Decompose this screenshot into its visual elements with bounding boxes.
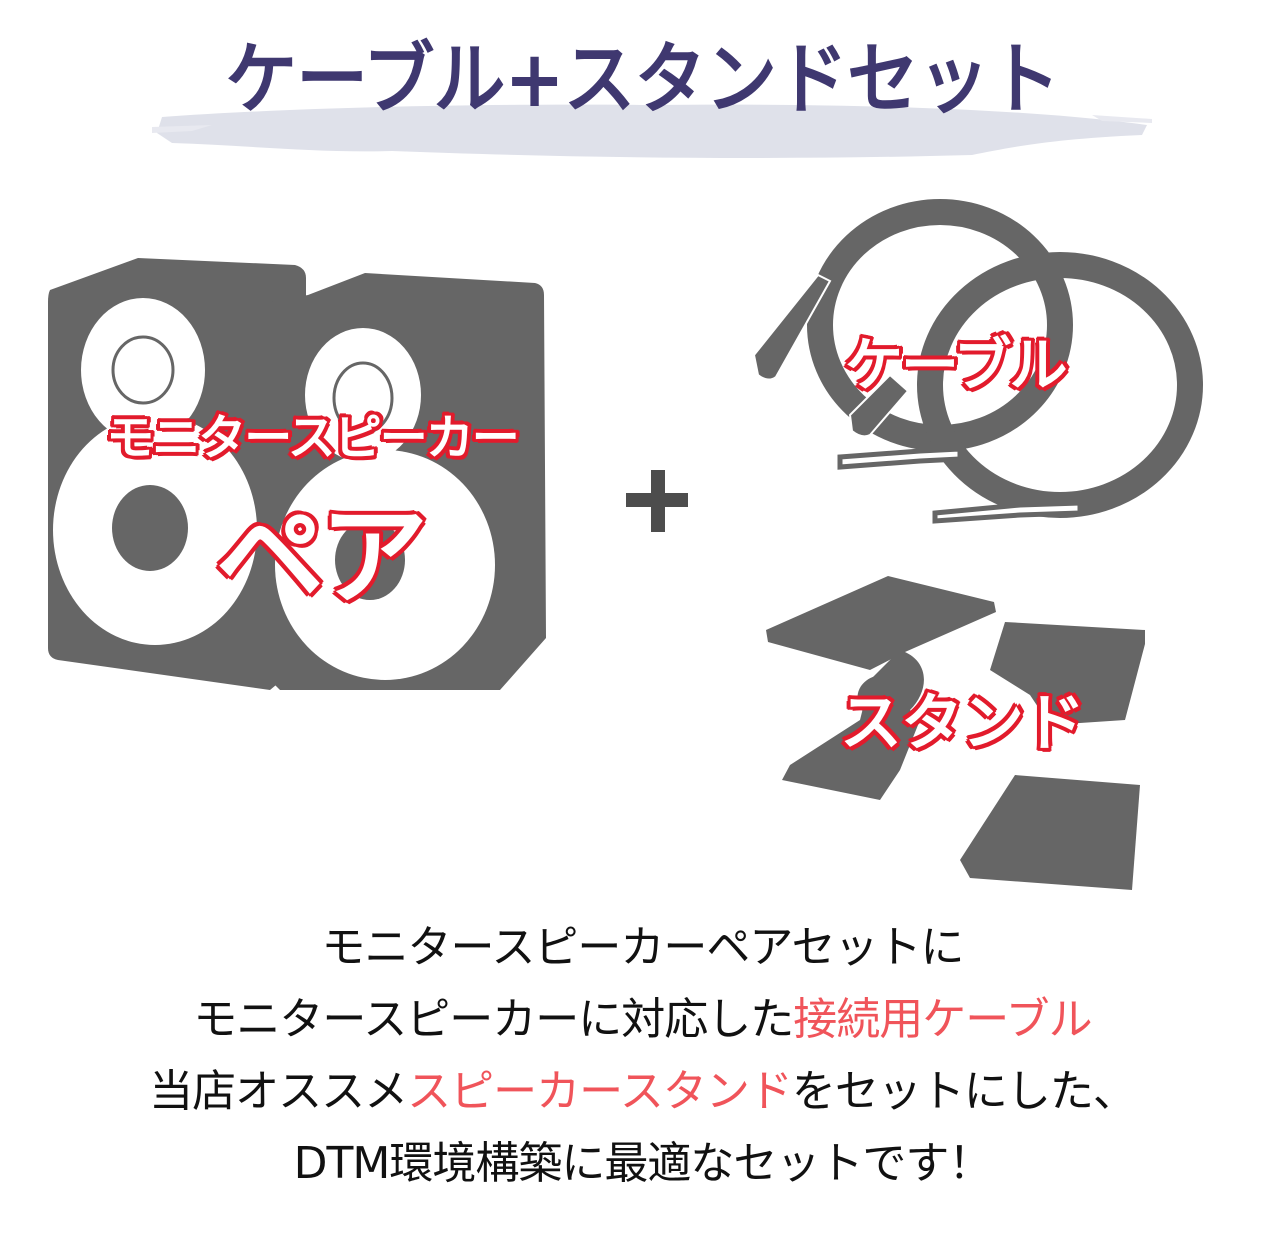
- description-line-4: DTM環境構築に最適なセットです！: [0, 1128, 1285, 1200]
- description-text: モニタースピーカーに対応した: [193, 994, 794, 1045]
- speaker-label-line2: ペア: [215, 495, 428, 620]
- plus-icon: [626, 470, 688, 532]
- description-line-3: 当店オススメスピーカースタンドをセットにした、: [0, 1056, 1285, 1128]
- cable-label: ケーブル: [845, 331, 1068, 399]
- accent-text-cable: 接続用ケーブル: [793, 994, 1092, 1045]
- description-text: をセットにした、: [791, 1066, 1137, 1117]
- description-line-2: モニタースピーカーに対応した接続用ケーブル: [0, 984, 1285, 1056]
- speaker-stand-icon: [766, 576, 1145, 890]
- page-title: ケーブル+スタンドセット: [225, 35, 1060, 125]
- description: モニタースピーカーペアセットに モニタースピーカーに対応した接続用ケーブル 当店…: [0, 912, 1285, 1200]
- description-text: 当店オススメ: [149, 1066, 408, 1117]
- brush-stroke-background: [152, 104, 1152, 158]
- speaker-pair-icon: [48, 258, 546, 690]
- description-text: DTM環境構築に最適なセットです！: [293, 1138, 993, 1189]
- stand-label: スタンド: [840, 686, 1085, 759]
- cable-icon: [752, 199, 1203, 524]
- description-text: モニタースピーカーペアセットに: [321, 922, 965, 973]
- description-line-1: モニタースピーカーペアセットに: [0, 912, 1285, 984]
- speaker-label-line1: モニタースピーカー: [106, 410, 520, 466]
- accent-text-stand: スピーカースタンド: [407, 1066, 793, 1117]
- title-banner: ケーブル+スタンドセット: [0, 0, 1285, 175]
